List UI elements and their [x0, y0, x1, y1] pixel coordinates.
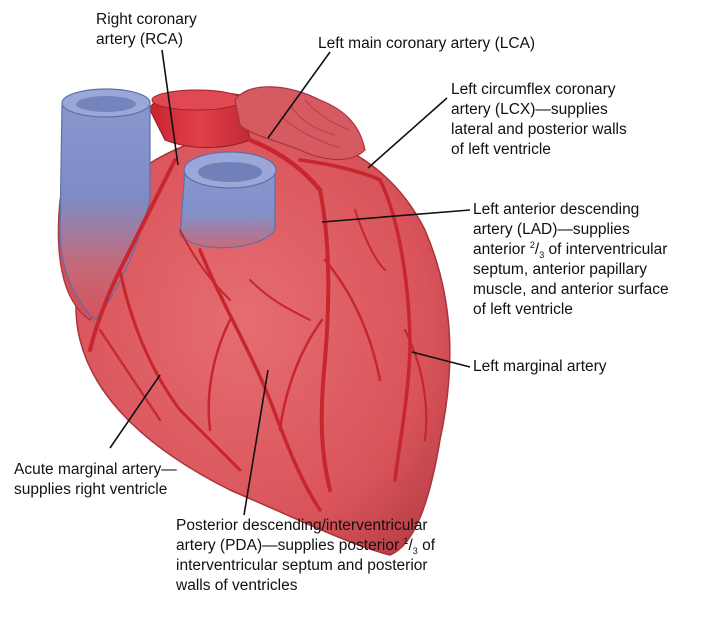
svc-lumen — [76, 96, 136, 112]
lmarg-branch — [403, 328, 428, 442]
lad-artery — [318, 188, 332, 492]
pda-label-line3: interventricular septum and posterior — [176, 557, 428, 574]
lad-branch-2 — [278, 318, 324, 432]
lad-label-line5: muscle, and anterior surface — [473, 281, 669, 298]
lad-label-line2: artery (LAD)—supplies — [473, 221, 630, 238]
lad-fraction-num: 2 — [529, 239, 535, 250]
left-marginal-label-line1: Left marginal artery — [473, 358, 607, 375]
leader-pda — [243, 369, 269, 516]
leader-lines — [109, 49, 471, 516]
lcx-label-line1: Left circumflex coronary — [451, 81, 616, 98]
small-branch-c — [354, 209, 386, 271]
small-branch-a — [179, 229, 231, 301]
leader-left-marginal — [411, 351, 471, 368]
lad-label-line6: of left ventricle — [473, 301, 573, 318]
lca-artery — [247, 137, 323, 193]
pda-fraction-num: 1 — [403, 535, 409, 546]
lcx-label-line3: lateral and posterior walls — [451, 121, 627, 138]
lad-label: Left anterior descending artery (LAD)—su… — [473, 200, 669, 320]
pda-line2-pre: artery (PDA)—supplies posterior — [176, 537, 404, 554]
acute-marginal-label: Acute marginal artery— supplies right ve… — [14, 460, 177, 500]
pda-label-line2: artery (PDA)—supplies posterior 1/3 of — [176, 535, 435, 557]
rca-label: Right coronary artery (RCA) — [96, 10, 197, 50]
leader-lcx — [367, 97, 448, 169]
pda-label-line4: walls of ventricles — [176, 577, 298, 594]
lad-label-line1: Left anterior descending — [473, 201, 640, 218]
leader-rca — [161, 49, 179, 166]
left-marginal-label: Left marginal artery — [473, 357, 607, 377]
pda-label: Posterior descending/interventricular ar… — [176, 516, 435, 596]
pulmonary-vessel-lumen — [198, 162, 262, 182]
aorta-opening — [151, 89, 243, 111]
small-branch-b — [249, 279, 311, 321]
lad-label-line4: septum, anterior papillary — [473, 261, 648, 278]
leader-lad — [321, 209, 471, 223]
lcx-label-line2: artery (LCX)—supplies — [451, 101, 608, 118]
am-branch — [98, 328, 162, 422]
acute-marginal-label-line1: Acute marginal artery— — [14, 461, 177, 478]
lcx-label-line4: of left ventricle — [451, 141, 551, 158]
pda-label-line1: Posterior descending/interventricular — [176, 517, 428, 534]
lcx-label: Left circumflex coronary artery (LCX)—su… — [451, 80, 627, 160]
pda-branch — [207, 318, 232, 432]
rca-label-line1: Right coronary — [96, 11, 197, 28]
acute-marginal-artery — [118, 268, 242, 472]
appendage-folds — [279, 99, 351, 149]
lcx-artery — [298, 158, 382, 182]
coronary-arteries — [88, 137, 428, 512]
acute-marginal-label-line2: supplies right ventricle — [14, 481, 168, 498]
lad-branch-1 — [323, 258, 382, 382]
lad-fraction-den: 3 — [539, 250, 545, 261]
lad-label-line3: anterior 2/3 of interventricular — [473, 239, 668, 261]
lad-line3-post: of interventricular — [544, 241, 668, 258]
leader-lca — [267, 51, 331, 139]
lca-label-line1: Left main coronary artery (LCA) — [318, 35, 536, 52]
left-atrial-appendage — [234, 86, 366, 161]
pda-artery — [198, 248, 322, 512]
lad-line3-pre: anterior — [473, 241, 530, 258]
pda-fraction-den: 3 — [412, 546, 418, 557]
left-marginal-artery — [378, 178, 412, 482]
lca-label: Left main coronary artery (LCA) — [318, 34, 535, 54]
rca-label-line2: artery (RCA) — [96, 31, 183, 48]
leader-acute-marginal — [109, 374, 161, 449]
pda-line2-post: of — [417, 537, 435, 554]
